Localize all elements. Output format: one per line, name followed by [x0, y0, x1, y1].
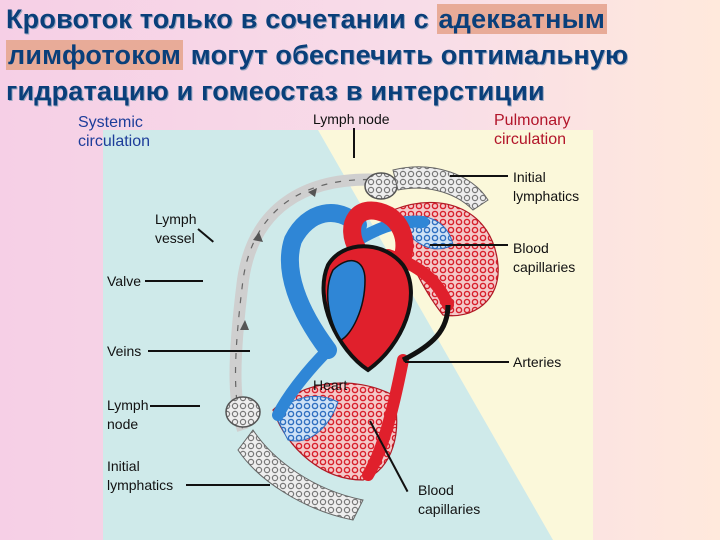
- lymph-node-left: [225, 396, 261, 428]
- leader-initial-lymphatics-left: [186, 484, 270, 486]
- title-line-2-text: могут обеспечить оптимальную: [183, 40, 629, 70]
- leader-arteries: [405, 361, 509, 363]
- label-veins: Veins: [107, 343, 142, 359]
- leader-lymph-node-top: [353, 128, 355, 158]
- vein-main: [281, 204, 367, 359]
- title-line-2-highlight: лимфотоком: [6, 40, 184, 70]
- title-line-1-highlight: адекватным: [436, 4, 608, 34]
- initial-lymphatics-top: [392, 166, 489, 211]
- title-line-2: лимфотоком могут обеспечить оптимальную: [6, 40, 628, 71]
- label-lymph-node-left: Lymph node: [107, 397, 149, 432]
- label-heart: Heart: [313, 377, 348, 393]
- leader-lymph-node-left: [150, 405, 200, 407]
- leader-veins: [148, 350, 250, 352]
- label-valve: Valve: [107, 273, 141, 289]
- label-initial-lymphatics-right: Initial lymphatics: [513, 169, 580, 204]
- leader-valve: [145, 280, 203, 282]
- title-line-3-text: гидратацию и гомеостаз в интерстиции: [6, 76, 545, 106]
- leader-initial-lymphatics-right: [450, 175, 508, 177]
- label-lymph-vessel: Lymph vessel: [155, 211, 197, 246]
- label-systemic-circulation: Systemic circulation: [78, 114, 151, 150]
- circulation-diagram: [103, 130, 593, 540]
- title-line-3: гидратацию и гомеостаз в интерстиции: [6, 76, 545, 107]
- title-line-1-text: Кровоток только в сочетании с: [6, 4, 437, 34]
- lymph-node-top: [364, 172, 398, 200]
- initial-lymphatics-bottom: [237, 429, 364, 521]
- label-lymph-node-top: Lymph node: [313, 111, 390, 127]
- label-pulmonary-circulation: Pulmonary circulation: [494, 112, 571, 148]
- leader-blood-capillaries-right: [430, 244, 508, 246]
- label-initial-lymphatics-left: Initial lymphatics: [107, 458, 174, 493]
- artery-descending: [362, 354, 409, 481]
- label-blood-capillaries-right: Blood capillaries: [513, 240, 576, 275]
- title-line-1: Кровоток только в сочетании с адекватным: [6, 4, 608, 35]
- label-blood-capillaries-bottom: Blood capillaries: [418, 482, 481, 517]
- label-arteries: Arteries: [513, 354, 562, 370]
